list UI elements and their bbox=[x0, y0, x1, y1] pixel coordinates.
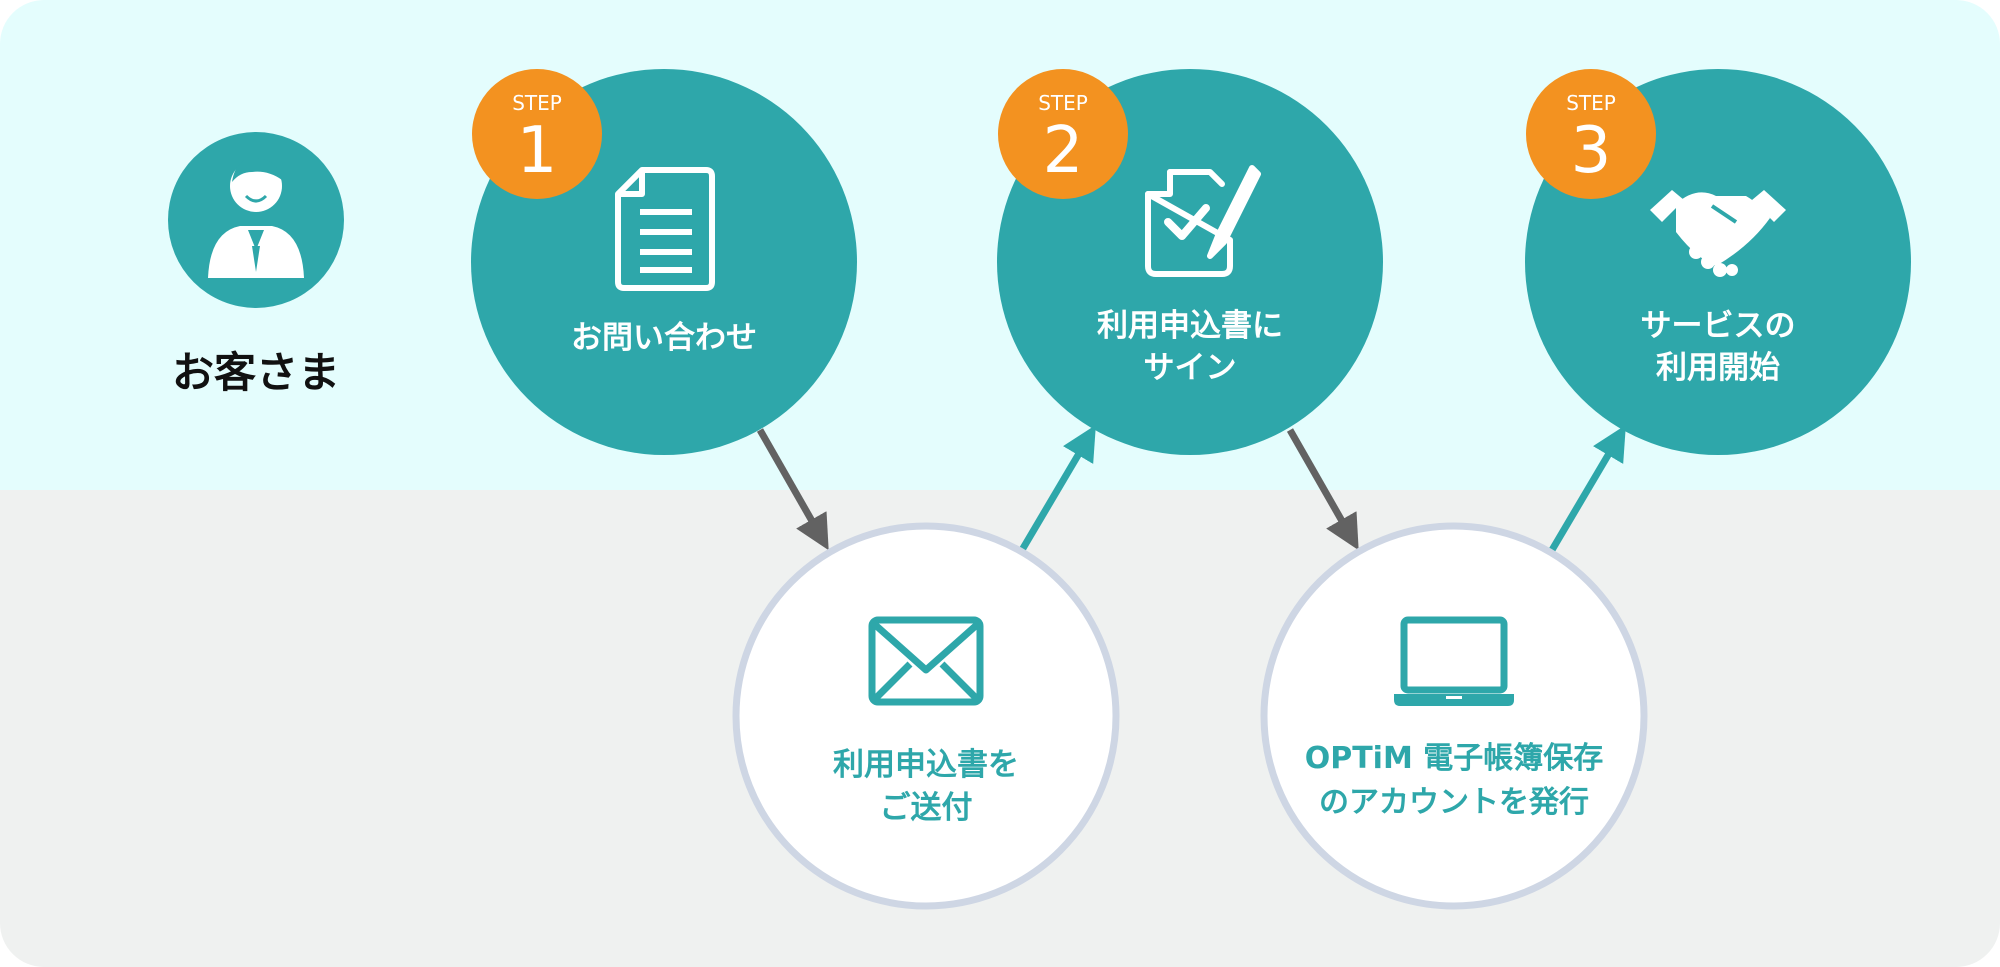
step-3-badge-word: STEP bbox=[1566, 91, 1616, 115]
arrow-mail-to-step2 bbox=[1018, 424, 1096, 552]
step-3-node: STEP 3 サービスの 利用開始 bbox=[1525, 69, 1911, 455]
send-application-node: 利用申込書を ご送付 bbox=[732, 522, 1120, 910]
issue-account-label-line1: OPTiM 電子帳簿保存 bbox=[1305, 741, 1604, 776]
arrow-step2-to-account bbox=[1286, 428, 1359, 551]
step-1-badge bbox=[472, 69, 602, 199]
arrow-step1-to-mail bbox=[756, 428, 829, 551]
document-icon bbox=[615, 167, 715, 291]
step-2-badge-number: 2 bbox=[1043, 114, 1084, 188]
businessman-icon bbox=[208, 157, 304, 278]
customer-label: お客さま bbox=[172, 348, 340, 397]
step-1-label-line1: お問い合わせ bbox=[571, 320, 757, 356]
issue-account-node: OPTiM 電子帳簿保存 のアカウントを発行 bbox=[1260, 522, 1648, 910]
step-2-label-line2: サイン bbox=[1144, 350, 1237, 386]
step-1-node: STEP 1 お問い合わせ bbox=[471, 69, 857, 455]
send-application-label-line1: 利用申込書を bbox=[833, 747, 1019, 783]
step-3-badge bbox=[1526, 69, 1656, 199]
step-1-badge-word: STEP bbox=[512, 91, 562, 115]
step-3-badge-number: 3 bbox=[1571, 114, 1612, 188]
envelope-icon bbox=[868, 616, 984, 706]
step-1-badge-number: 1 bbox=[517, 114, 558, 188]
step-2-badge bbox=[998, 69, 1128, 199]
handshake-icon bbox=[1650, 190, 1786, 277]
step-2-node: STEP 2 利用申込書に サイン bbox=[997, 69, 1383, 455]
issue-account-label-line2: のアカウントを発行 bbox=[1319, 785, 1589, 820]
step-3-label-line2: 利用開始 bbox=[1656, 350, 1780, 386]
step-2-label-line1: 利用申込書に bbox=[1097, 308, 1283, 344]
signature-pen-icon bbox=[1145, 165, 1261, 277]
send-application-label-line2: ご送付 bbox=[880, 790, 973, 826]
laptop-icon bbox=[1394, 616, 1514, 706]
customer-node: お客さま bbox=[168, 132, 344, 397]
step-3-label-line1: サービスの bbox=[1641, 308, 1796, 344]
arrow-account-to-step3 bbox=[1548, 424, 1626, 552]
step-2-badge-word: STEP bbox=[1038, 91, 1088, 115]
